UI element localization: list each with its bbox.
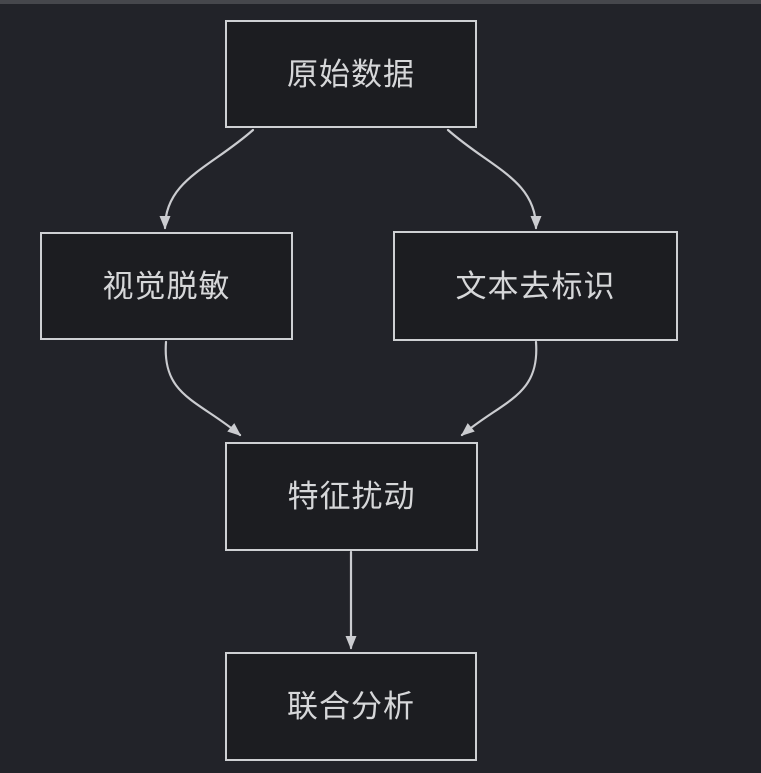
- node-text-deidentification[interactable]: 文本去标识: [393, 231, 678, 341]
- node-visual-desensitization[interactable]: 视觉脱敏: [40, 232, 293, 340]
- edge-raw-to-visual: [159, 128, 255, 230]
- node-text-deidentification-label: 文本去标识: [455, 268, 616, 304]
- node-joint-analysis[interactable]: 联合分析: [225, 652, 477, 761]
- edge-visual-to-feature: [164, 340, 242, 437]
- node-feature-perturbation-label: 特征扰动: [287, 479, 416, 514]
- node-visual-desensitization-label: 视觉脱敏: [102, 268, 231, 304]
- node-raw-data-label: 原始数据: [287, 56, 415, 92]
- edge-raw-to-textdeid: [446, 128, 542, 230]
- node-raw-data[interactable]: 原始数据: [225, 20, 477, 128]
- top-window-band: [0, 0, 761, 4]
- node-feature-perturbation[interactable]: 特征扰动: [225, 442, 478, 551]
- node-joint-analysis-label: 联合分析: [287, 689, 415, 724]
- edge-textdeid-to-feature: [460, 340, 538, 437]
